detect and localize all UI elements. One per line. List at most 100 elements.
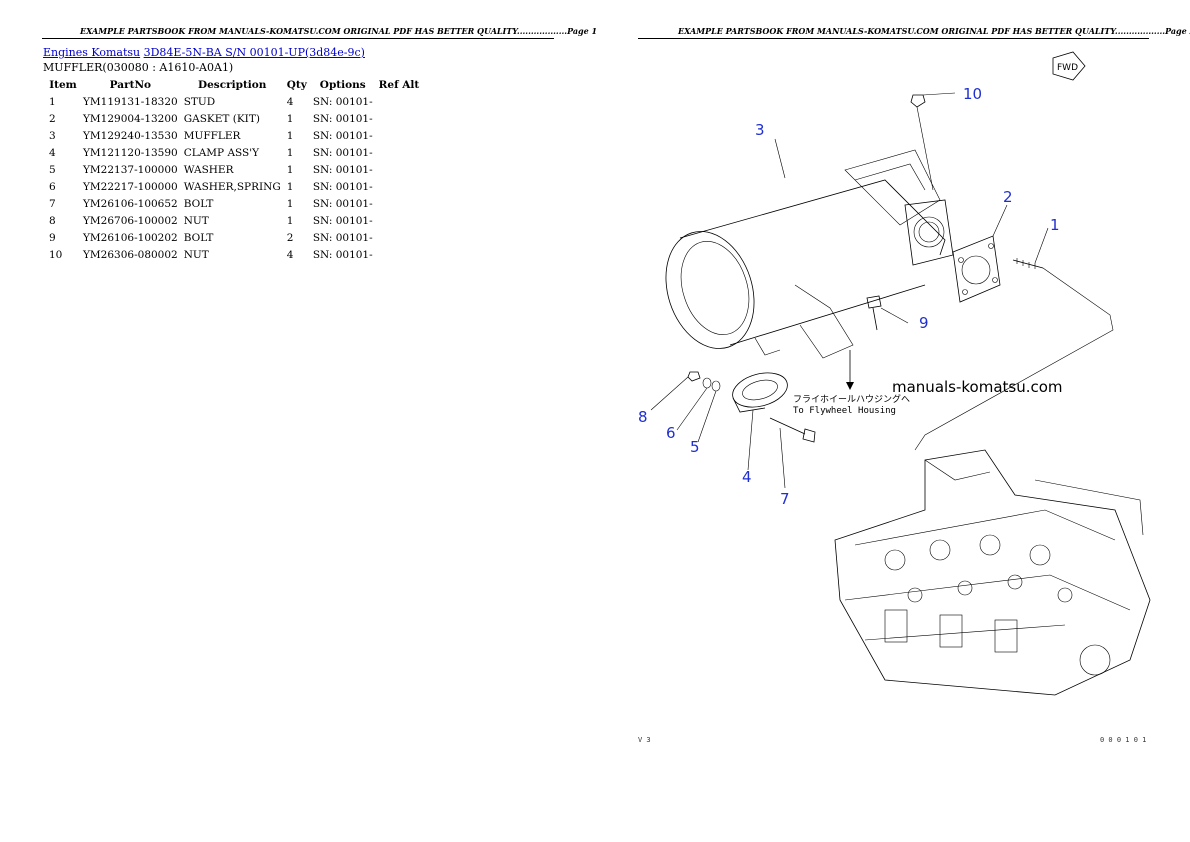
- callout-5: 5: [690, 438, 700, 456]
- cell-options: SN: 00101-: [312, 180, 373, 193]
- nut-top-drawing: [910, 94, 934, 191]
- cell-refalt: [376, 161, 423, 178]
- cell-qty: 1: [286, 180, 294, 193]
- table-row: 9 YM26106-100202 BOLT 2 SN: 00101-: [43, 229, 422, 246]
- cell-description: NUT: [183, 214, 209, 227]
- page-2: EXAMPLE PARTSBOOK FROM MANUALS-KOMATSU.C…: [595, 0, 1190, 842]
- cell-qty: 1: [286, 129, 294, 142]
- cell-partno: YM121120-13590: [83, 146, 178, 159]
- cell-item: 9: [49, 231, 56, 244]
- cell-qty: 1: [286, 163, 294, 176]
- cell-description: STUD: [183, 95, 216, 108]
- cell-item: 7: [49, 197, 56, 210]
- leader-10: [922, 92, 956, 96]
- cell-qty: 2: [286, 231, 294, 244]
- cell-item: 2: [49, 112, 56, 125]
- cell-refalt: [376, 178, 423, 195]
- cell-description: GASKET (KIT): [183, 112, 260, 125]
- cell-item: 4: [49, 146, 56, 159]
- leader-6: [676, 387, 708, 431]
- callout-4: 4: [742, 468, 752, 486]
- leader-7: [779, 427, 786, 489]
- cell-description: WASHER: [183, 163, 234, 176]
- leader-1: [1034, 227, 1049, 264]
- muffler-drawing: [665, 149, 954, 359]
- cell-qty: 1: [286, 197, 294, 210]
- breadcrumb-link-model[interactable]: 3D84E-5N-BA S/N 00101-UP(3d84e-9c): [143, 46, 365, 59]
- table-row: 6 YM22217-100000 WASHER,SPRING 1 SN: 001…: [43, 178, 422, 195]
- cell-partno: YM129004-13200: [83, 112, 178, 125]
- header-rule: [638, 38, 1149, 39]
- corner-mark-right: 0 0 0 1 0 1: [1100, 736, 1147, 744]
- cell-item: 10: [49, 248, 63, 261]
- parts-table: Item PartNo Description Qty Options Ref …: [43, 76, 422, 263]
- col-header-options: Options: [319, 78, 366, 91]
- cell-options: SN: 00101-: [312, 95, 373, 108]
- callout-7: 7: [780, 490, 790, 508]
- table-row: 3 YM129240-13530 MUFFLER 1 SN: 00101-: [43, 127, 422, 144]
- breadcrumb: Engines Komatsu 3D84E-5N-BA S/N 00101-UP…: [43, 46, 365, 59]
- cell-description: NUT: [183, 248, 209, 261]
- cell-partno: YM22137-100000: [83, 163, 178, 176]
- cylinder-head-drawing: [834, 449, 1151, 696]
- flywheel-note-en: To Flywheel Housing: [793, 406, 896, 416]
- cell-options: SN: 00101-: [312, 163, 373, 176]
- callout-8: 8: [638, 408, 648, 426]
- leader-2: [992, 204, 1008, 237]
- fwd-label: FWD: [1057, 63, 1078, 73]
- cell-item: 6: [49, 180, 56, 193]
- page-header: EXAMPLE PARTSBOOK FROM MANUALS-KOMATSU.C…: [80, 26, 598, 36]
- bolt-7-drawing: [769, 417, 816, 443]
- table-row: 4 YM121120-13590 CLAMP ASS'Y 1 SN: 00101…: [43, 144, 422, 161]
- cell-qty: 4: [286, 248, 294, 261]
- cell-refalt: [376, 212, 423, 229]
- col-header-item: Item: [49, 78, 77, 91]
- exploded-parts-diagram: FWD: [638, 51, 1151, 696]
- callout-10: 10: [963, 85, 982, 103]
- section-title: MUFFLER(030080 : A1610-A0A1): [43, 61, 234, 74]
- page-header: EXAMPLE PARTSBOOK FROM MANUALS-KOMATSU.C…: [678, 26, 1190, 36]
- flywheel-note-jp: フライホイールハウジングへ: [793, 395, 911, 405]
- cell-partno: YM26106-100202: [83, 231, 178, 244]
- cell-refalt: [376, 93, 423, 110]
- cell-refalt: [376, 195, 423, 212]
- header-rule: [42, 38, 554, 39]
- table-header-row: Item PartNo Description Qty Options Ref …: [43, 76, 422, 93]
- table-row: 8 YM26706-100002 NUT 1 SN: 00101-: [43, 212, 422, 229]
- table-row: 1 YM119131-18320 STUD 4 SN: 00101-: [43, 93, 422, 110]
- cell-item: 8: [49, 214, 56, 227]
- flywheel-note: フライホイールハウジングへ To Flywheel Housing: [793, 395, 910, 417]
- table-row: 10 YM26306-080002 NUT 4 SN: 00101-: [43, 246, 422, 263]
- cell-description: BOLT: [183, 231, 214, 244]
- cell-qty: 1: [286, 112, 294, 125]
- clamp-drawing: [732, 372, 788, 413]
- leader-9: [880, 307, 909, 324]
- callout-3: 3: [755, 121, 765, 139]
- cell-refalt: [376, 110, 423, 127]
- cell-partno: YM26106-100652: [83, 197, 178, 210]
- gasket-drawing: [952, 235, 1001, 303]
- corner-mark-left: V 3: [638, 736, 651, 744]
- bolt-9-drawing: [866, 295, 882, 331]
- cell-description: WASHER,SPRING: [183, 180, 281, 193]
- cell-description: CLAMP ASS'Y: [183, 146, 260, 159]
- callout-9: 9: [919, 314, 929, 332]
- cell-partno: YM119131-18320: [83, 95, 178, 108]
- cell-partno: YM26706-100002: [83, 214, 178, 227]
- cell-refalt: [376, 144, 423, 161]
- cell-refalt: [376, 246, 423, 263]
- callout-6: 6: [666, 424, 676, 442]
- cell-qty: 4: [286, 95, 294, 108]
- cell-item: 3: [49, 129, 56, 142]
- table-row: 7 YM26106-100652 BOLT 1 SN: 00101-: [43, 195, 422, 212]
- cell-refalt: [376, 127, 423, 144]
- small-hardware-drawing: [687, 371, 721, 392]
- cell-options: SN: 00101-: [312, 146, 373, 159]
- cell-options: SN: 00101-: [312, 214, 373, 227]
- callout-1: 1: [1050, 216, 1060, 234]
- cell-options: SN: 00101-: [312, 129, 373, 142]
- cell-qty: 1: [286, 146, 294, 159]
- cell-item: 5: [49, 163, 56, 176]
- cell-partno: YM26306-080002: [83, 248, 178, 261]
- breadcrumb-link-engines[interactable]: Engines Komatsu: [43, 46, 141, 59]
